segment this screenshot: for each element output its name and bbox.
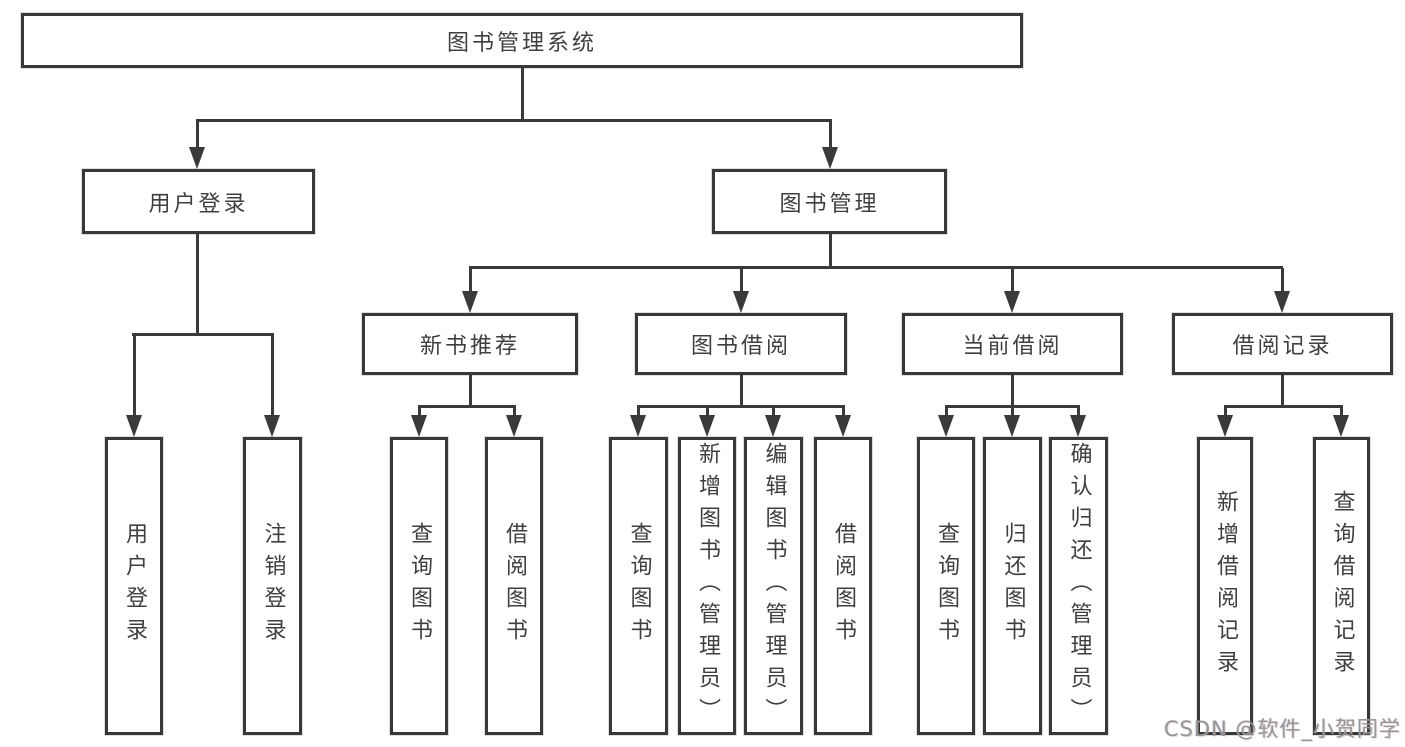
- leaf-borrowing-add-books-admin: 新增图书（管理员）: [678, 437, 736, 735]
- connector-line: [132, 333, 274, 336]
- connector-line: [772, 407, 775, 417]
- connector-line: [829, 120, 832, 148]
- leaf-borrowing-query-books: 查询图书: [609, 437, 668, 735]
- arrow-down-icon: [462, 291, 478, 313]
- connector-line: [196, 120, 199, 148]
- leaf-recommend-query-books: 查询图书: [390, 437, 448, 735]
- connector-line: [418, 405, 516, 408]
- arrow-down-icon: [1004, 291, 1020, 313]
- arrow-down-icon: [189, 147, 205, 169]
- leaf-user-login: 用户登录: [105, 437, 163, 735]
- connector-line: [469, 268, 472, 293]
- arrow-down-icon: [630, 415, 646, 437]
- arrow-down-icon: [506, 415, 522, 437]
- connector-line: [740, 268, 743, 293]
- connector-line: [196, 234, 199, 335]
- leaf-borrowing-edit-books-admin: 编辑图书（管理员）: [744, 437, 803, 735]
- connector-line: [521, 68, 524, 121]
- node-user-login: 用户登录: [82, 169, 315, 234]
- arrow-down-icon: [835, 415, 851, 437]
- leaf-borrowing-borrow-books: 借阅图书: [814, 437, 872, 735]
- arrow-down-icon: [733, 291, 749, 313]
- connector-line: [513, 407, 516, 417]
- arrow-down-icon: [1333, 415, 1349, 437]
- connector-line: [133, 334, 136, 416]
- connector-line: [1011, 407, 1014, 417]
- connector-line: [271, 334, 274, 416]
- connector-line: [1011, 268, 1014, 293]
- connector-line: [829, 234, 832, 269]
- arrow-down-icon: [1274, 291, 1290, 313]
- leaf-current-query-books: 查询图书: [917, 437, 975, 735]
- connector-line: [469, 375, 472, 407]
- node-book-management: 图书管理: [712, 169, 947, 234]
- arrow-down-icon: [1217, 415, 1233, 437]
- connector-line: [1281, 375, 1284, 407]
- arrow-down-icon: [699, 415, 715, 437]
- connector-line: [1224, 407, 1227, 417]
- connector-line: [1281, 268, 1284, 293]
- connector-line: [418, 407, 421, 417]
- connector-line: [1011, 375, 1014, 407]
- arrow-down-icon: [765, 415, 781, 437]
- arrow-down-icon: [1004, 415, 1020, 437]
- leaf-records-query-record: 查询借阅记录: [1313, 437, 1370, 735]
- node-book-borrowing: 图书借阅: [635, 313, 847, 375]
- node-borrow-records: 借阅记录: [1172, 313, 1393, 375]
- connector-line: [945, 407, 948, 417]
- leaf-logout: 注销登录: [243, 437, 302, 735]
- arrow-down-icon: [1070, 415, 1086, 437]
- connector-line: [1224, 405, 1343, 408]
- connector-line: [637, 407, 640, 417]
- connector-line: [945, 405, 1080, 408]
- connector-line: [706, 407, 709, 417]
- arrow-down-icon: [938, 415, 954, 437]
- node-library-management-system: 图书管理系统: [21, 13, 1023, 68]
- leaf-records-add-record: 新增借阅记录: [1197, 437, 1253, 735]
- connector-line: [637, 405, 845, 408]
- connector-line: [1340, 407, 1343, 417]
- connector-line: [842, 407, 845, 417]
- connector-line: [196, 119, 832, 122]
- arrow-down-icon: [411, 415, 427, 437]
- node-new-book-recommend: 新书推荐: [362, 313, 578, 375]
- arrow-down-icon: [264, 415, 280, 437]
- arrow-down-icon: [822, 147, 838, 169]
- connector-line: [469, 266, 1283, 269]
- leaf-current-confirm-return-admin: 确认归还（管理员）: [1049, 437, 1108, 735]
- connector-line: [1077, 407, 1080, 417]
- csdn-watermark: CSDN @软件_小贺同学: [1163, 717, 1401, 741]
- leaf-current-return-books: 归还图书: [983, 437, 1042, 735]
- leaf-recommend-borrow-books: 借阅图书: [485, 437, 543, 735]
- node-current-borrowing: 当前借阅: [902, 313, 1123, 375]
- connector-line: [740, 375, 743, 407]
- arrow-down-icon: [126, 415, 142, 437]
